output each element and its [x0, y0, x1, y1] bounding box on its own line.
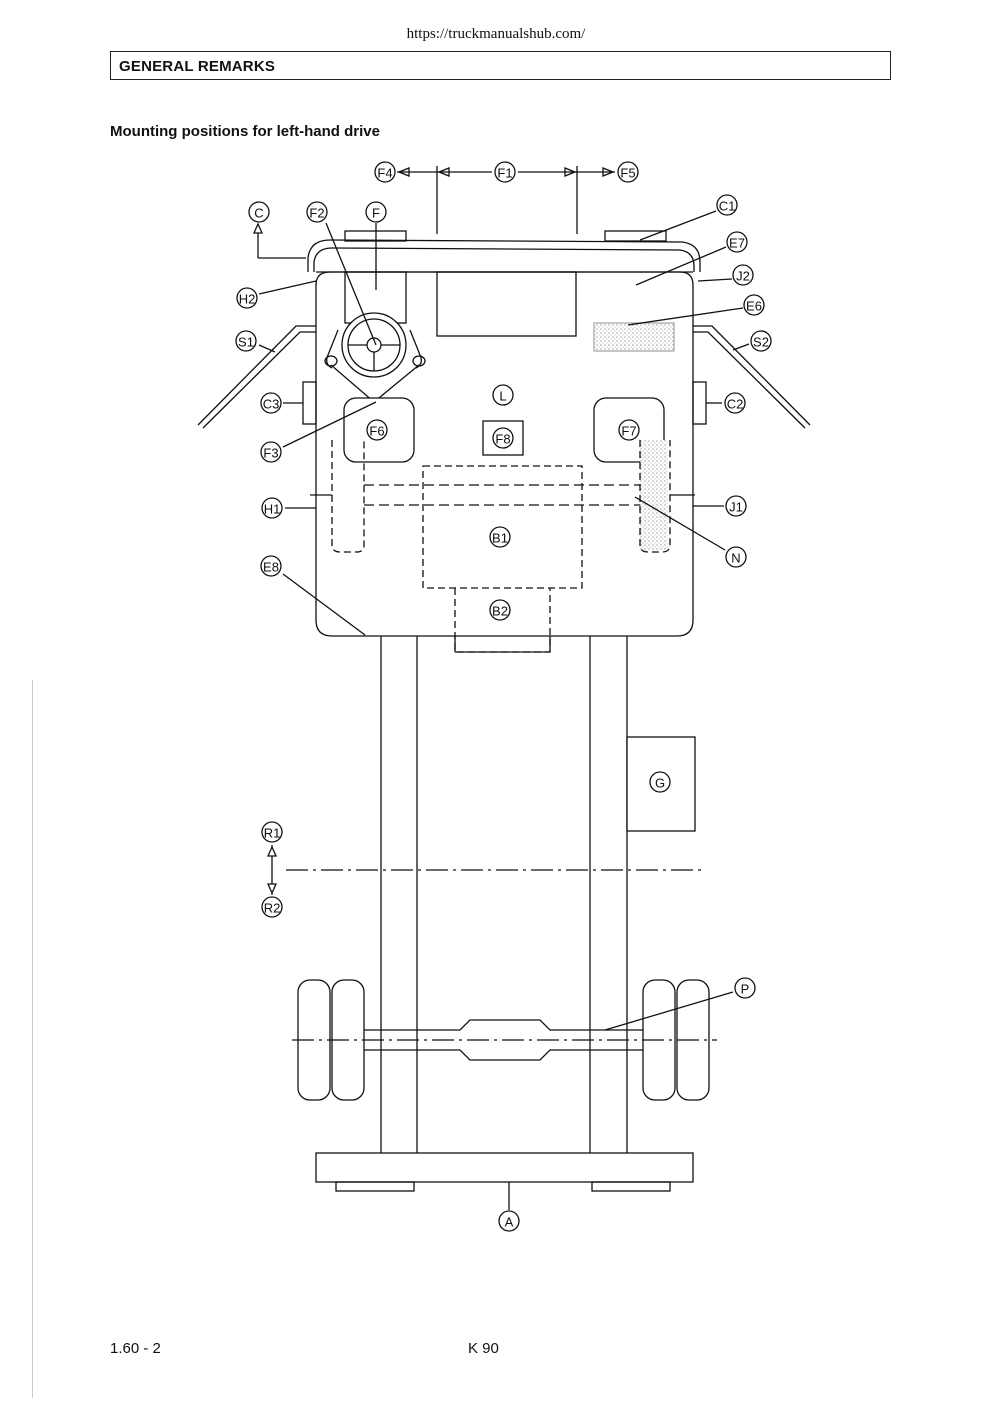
callout-r1 [261, 821, 283, 843]
label-n: N [731, 551, 740, 566]
label-f: F [372, 206, 380, 221]
callout-g [649, 771, 671, 793]
callout-f [365, 201, 387, 223]
label-c: C [254, 206, 263, 221]
callout-h1 [261, 497, 283, 519]
callout-e6 [743, 294, 765, 316]
label-h2: H2 [239, 292, 256, 307]
label-s2: S2 [753, 335, 769, 350]
callout-c1 [716, 194, 738, 216]
label-r2: R2 [264, 901, 281, 916]
callout-s1 [235, 330, 257, 352]
arrow-f4 [397, 167, 410, 177]
callout-c2 [724, 392, 746, 414]
section-header: GENERAL REMARKS [110, 51, 891, 80]
callout-c3 [260, 392, 282, 414]
callout-b2 [489, 599, 511, 621]
label-f5: F5 [620, 166, 635, 181]
label-f8: F8 [495, 432, 510, 447]
label-f2: F2 [309, 206, 324, 221]
callout-j1 [725, 495, 747, 517]
callout-j2 [732, 264, 754, 286]
label-c1: C1 [719, 199, 736, 214]
callout-s2 [750, 330, 772, 352]
callout-l [492, 384, 514, 406]
arrow-f5 [602, 167, 615, 177]
label-f7: F7 [621, 424, 636, 439]
label-l: L [499, 389, 506, 404]
callout-f8 [492, 427, 514, 449]
label-c3: C3 [263, 397, 280, 412]
callout-f1 [494, 161, 516, 183]
label-j1: J1 [729, 500, 743, 515]
callout-a [498, 1210, 520, 1232]
label-b1: B1 [492, 531, 508, 546]
label-j2: J2 [736, 269, 750, 284]
callout-f5 [617, 161, 639, 183]
callout-f4 [374, 161, 396, 183]
label-h1: H1 [264, 502, 281, 517]
label-e7: E7 [729, 236, 745, 251]
label-c2: C2 [727, 397, 744, 412]
label-r1: R1 [264, 826, 281, 841]
callout-e7 [726, 231, 748, 253]
label-e8: E8 [263, 560, 279, 575]
label-a: A [505, 1215, 514, 1230]
diagram-title: Mounting positions for left-hand drive [110, 123, 380, 140]
section-title: GENERAL REMARKS [119, 58, 276, 75]
callout-f2 [306, 201, 328, 223]
callout-f7 [618, 419, 640, 441]
label-s1: S1 [238, 335, 254, 350]
callout-n [725, 546, 747, 568]
scan-edge [32, 680, 33, 1398]
callout-e8 [260, 555, 282, 577]
source-url: https://truckmanualshub.com/ [406, 26, 586, 42]
label-g: G [655, 776, 665, 791]
callout-c [248, 201, 270, 223]
model-label: K 90 [468, 1340, 499, 1357]
label-f6: F6 [369, 424, 384, 439]
label-f4: F4 [377, 166, 392, 181]
callout-h2 [236, 287, 258, 309]
callout-f6 [366, 419, 388, 441]
callout-r2 [261, 896, 283, 918]
label-f1: F1 [497, 166, 512, 181]
label-b2: B2 [492, 604, 508, 619]
callout-f3 [260, 441, 282, 463]
label-p: P [741, 982, 750, 997]
label-e6: E6 [746, 299, 762, 314]
callout-b1 [489, 526, 511, 548]
callout-p [734, 977, 756, 999]
page-number: 1.60 - 2 [110, 1340, 161, 1357]
label-f3: F3 [263, 446, 278, 461]
